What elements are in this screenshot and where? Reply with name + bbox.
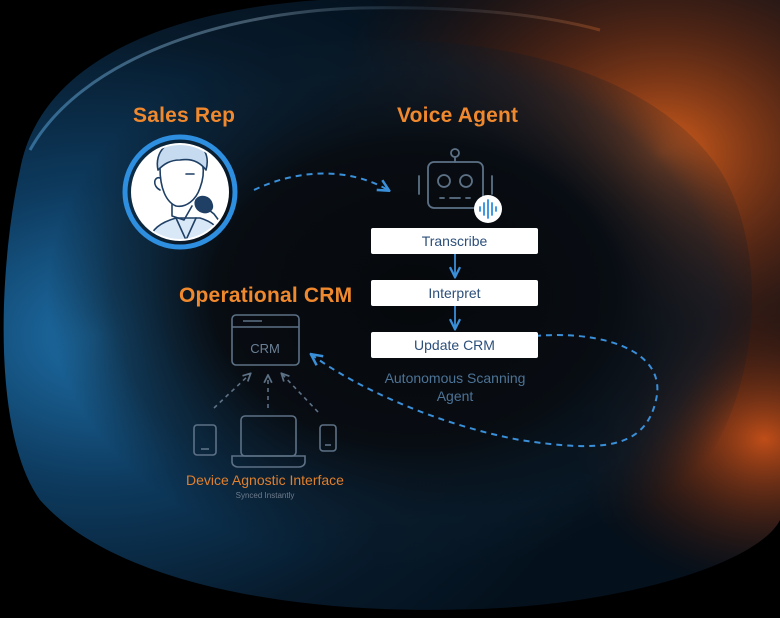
voice-agent-title: Voice Agent [397,104,519,127]
step-update-crm: Update CRM [371,332,538,358]
device-sync-sublabel: Synced Instantly [235,491,295,500]
sales-rep-title: Sales Rep [133,104,236,127]
step-interpret: Interpret [371,280,538,306]
step-transcribe: Transcribe [371,228,538,254]
crm-title: Operational CRM [179,284,353,307]
device-interface-label: Device Agnostic Interface [186,472,344,488]
scanning-agent-label: Autonomous Scanning Agent [384,370,526,404]
